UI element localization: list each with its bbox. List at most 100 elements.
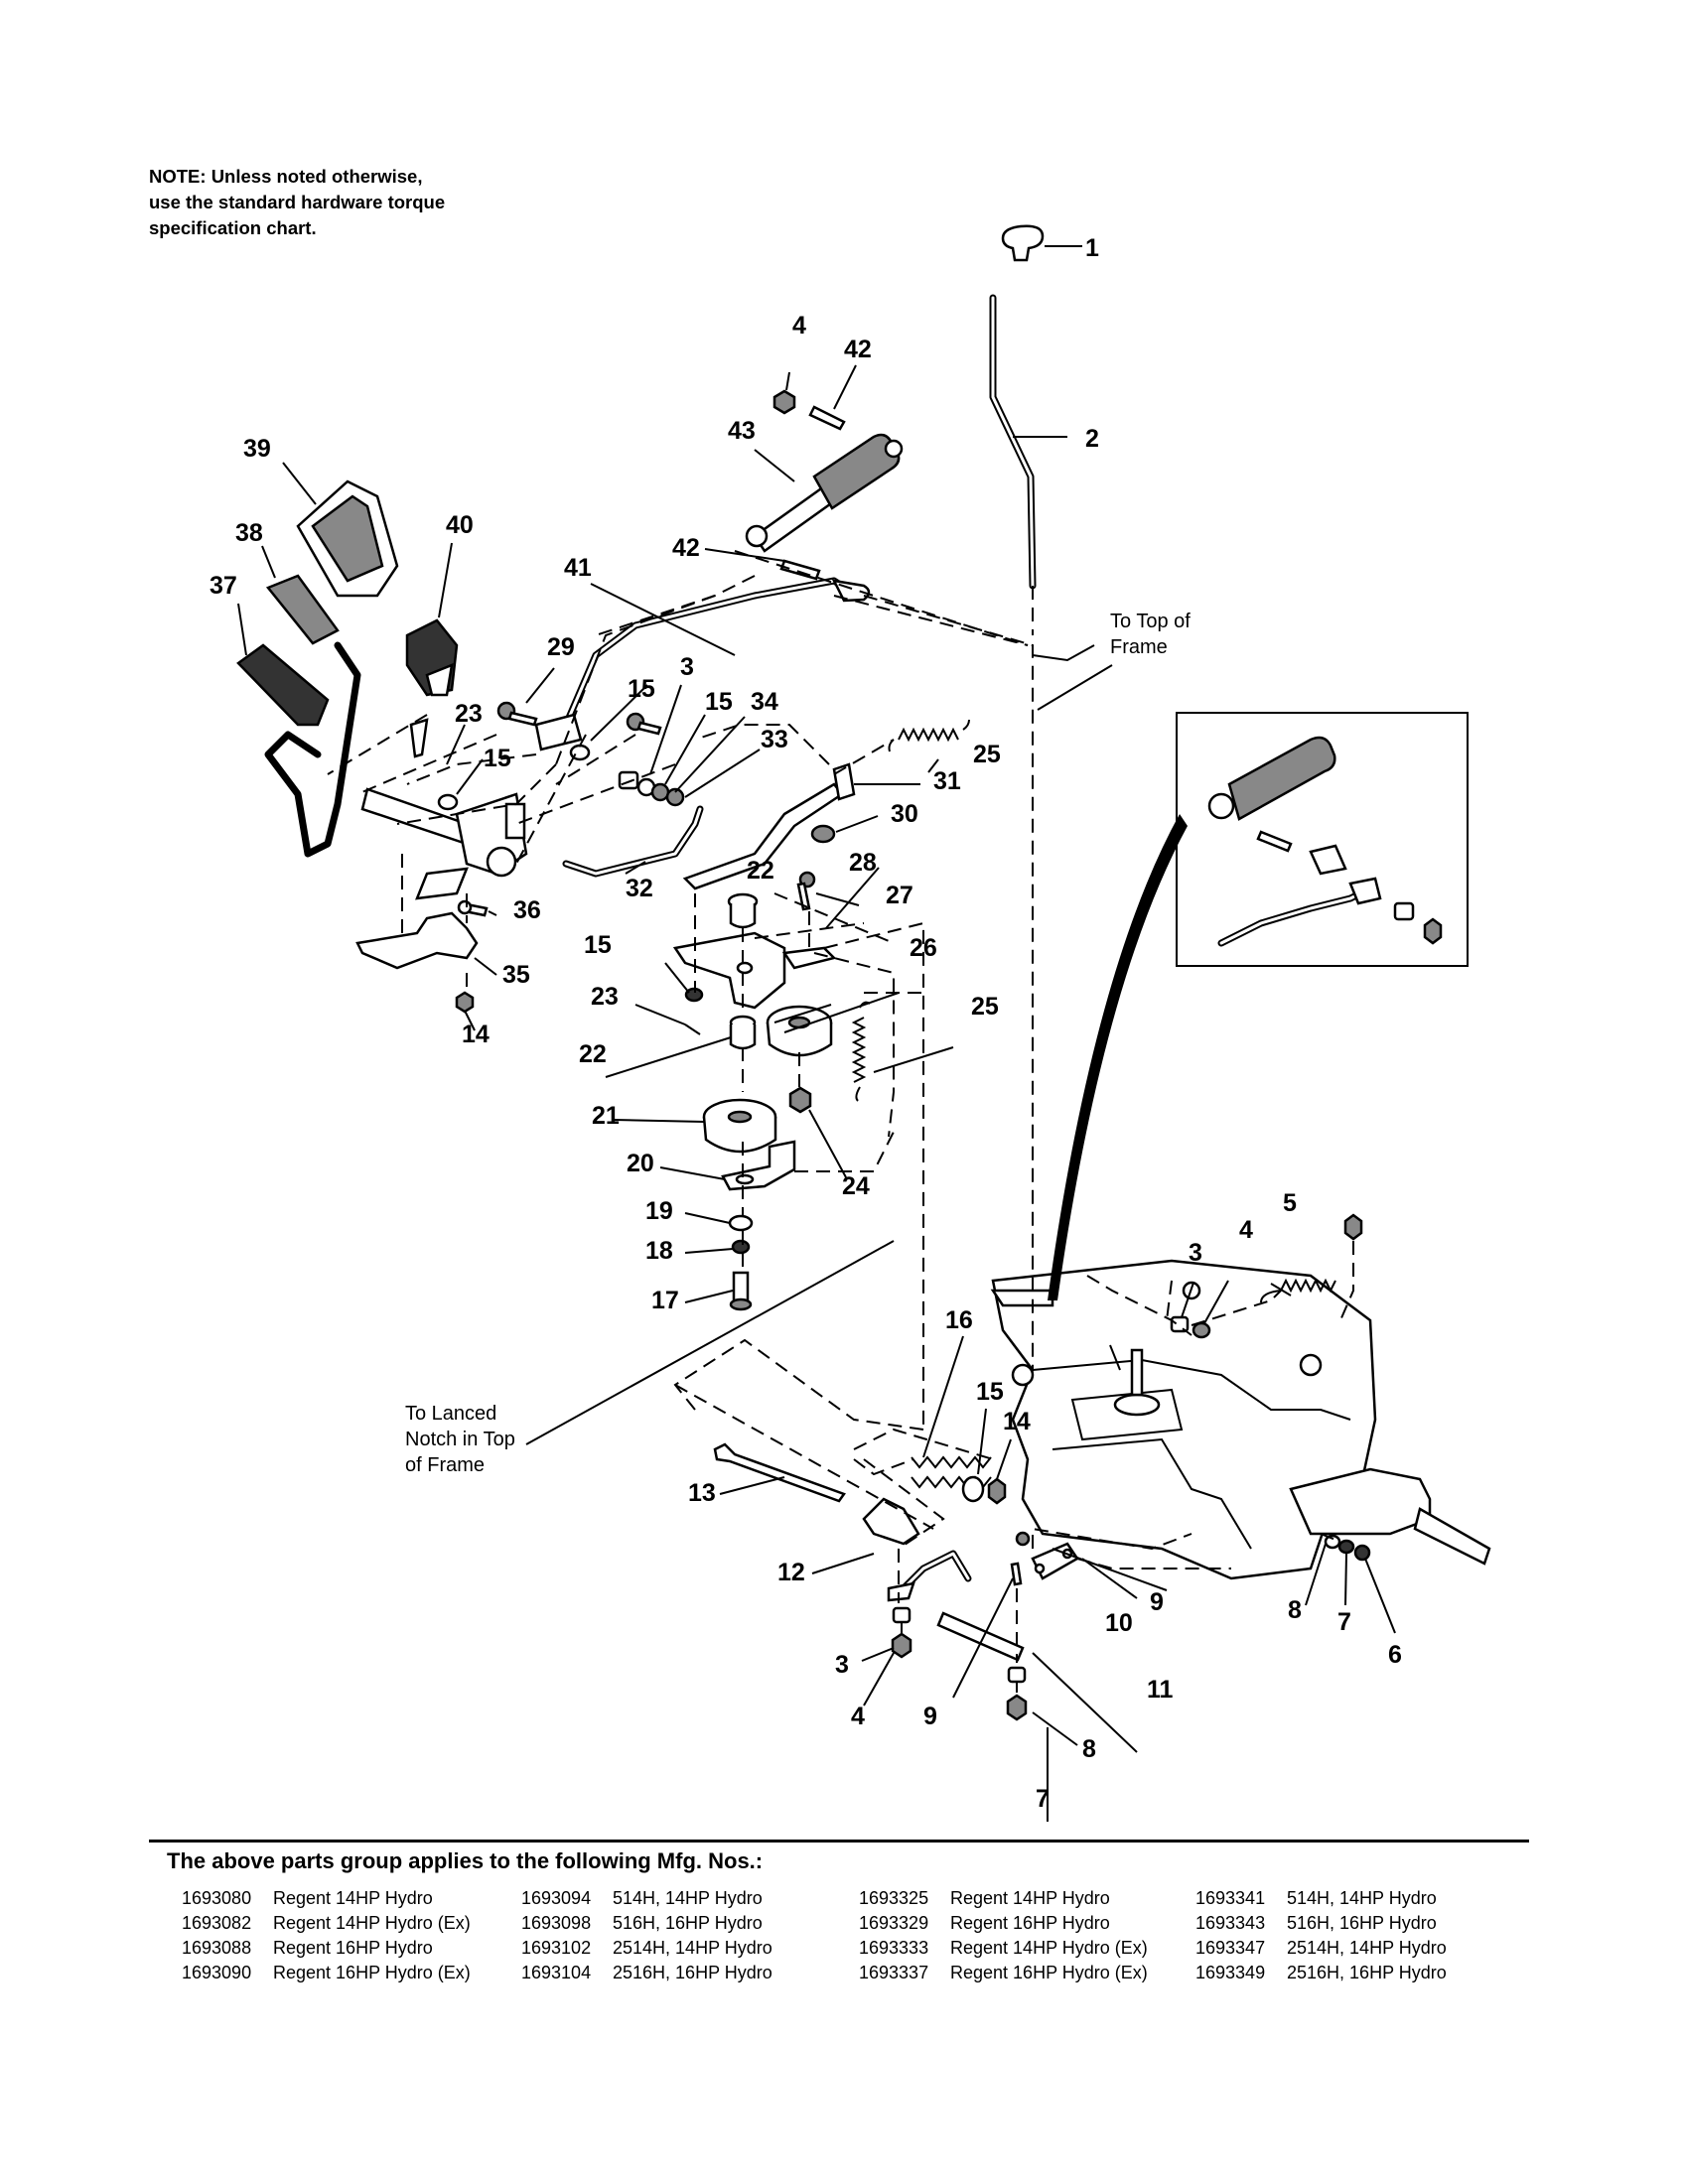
part-label: 2: [1085, 425, 1099, 453]
part-nut-24: [788, 1086, 812, 1114]
mfg-number: 1693080: [182, 1888, 252, 1908]
part-label: 3: [835, 1651, 849, 1679]
part-label: 7: [1036, 1785, 1050, 1813]
part-bolt-28: [796, 871, 816, 911]
part-control-rod: [713, 1442, 846, 1503]
part-nut-14b: [987, 1477, 1007, 1505]
note-line: use the standard hardware torque: [149, 192, 446, 212]
mfg-description: Regent 14HP Hydro: [273, 1888, 433, 1908]
detail-inset: [1176, 712, 1469, 967]
part-label: 43: [728, 417, 756, 445]
part-label: 11: [1147, 1676, 1174, 1704]
mfg-row: 1693080 Regent 14HP Hydro: [182, 1886, 471, 1911]
mfg-description: Regent 16HP Hydro: [273, 1938, 433, 1958]
part-damper: [745, 433, 904, 553]
part-label: 35: [502, 961, 530, 989]
mfg-description: Regent 16HP Hydro (Ex): [950, 1963, 1148, 1982]
part-transmission: [990, 1259, 1491, 1580]
part-label: 3: [1189, 1239, 1202, 1267]
part-nut-bottom-right: [1006, 1694, 1028, 1721]
mfg-description: Regent 16HP Hydro (Ex): [273, 1963, 471, 1982]
mfg-description: 2516H, 16HP Hydro: [613, 1963, 772, 1982]
mfg-number: 1693337: [859, 1963, 929, 1982]
part-label: 9: [923, 1703, 937, 1730]
part-label: 25: [973, 741, 1001, 768]
part-label: 15: [628, 675, 655, 703]
part-label: 33: [761, 726, 788, 753]
part-washer: [437, 793, 459, 811]
mfg-description: 2514H, 14HP Hydro: [1287, 1938, 1447, 1958]
part-label: 1: [1085, 234, 1099, 262]
part-washer-30: [810, 824, 836, 844]
mfg-number: 1693341: [1195, 1888, 1266, 1908]
mfg-number: 1693349: [1195, 1963, 1266, 1982]
part-label: 8: [1288, 1596, 1302, 1624]
mfg-number: 1693082: [182, 1913, 252, 1933]
part-label: 37: [210, 572, 237, 600]
mfg-title: The above parts group applies to the fol…: [167, 1848, 764, 1873]
part-bushing-top: [727, 892, 759, 929]
torque-note: NOTE: Unless noted otherwise, use the st…: [149, 164, 445, 241]
part-crank-link: [887, 1550, 1025, 1662]
part-label: 26: [910, 934, 937, 962]
mfg-number: 1693347: [1195, 1938, 1266, 1958]
part-label: 20: [627, 1150, 654, 1177]
part-label: 15: [705, 688, 733, 716]
mfg-description: 514H, 14HP Hydro: [1287, 1888, 1437, 1908]
part-trunnion-bracket: [862, 1497, 920, 1546]
part-idler-pulley-upper: [766, 1005, 833, 1057]
part-label: 38: [235, 519, 263, 547]
leader-lines: [237, 245, 1396, 1822]
part-mount-bracket: [355, 911, 479, 970]
part-label: 23: [591, 983, 619, 1011]
part-label: 14: [462, 1021, 490, 1048]
part-nut-5: [1343, 1213, 1363, 1241]
part-label: 24: [842, 1172, 870, 1200]
part-label: 18: [645, 1237, 673, 1265]
part-label: 17: [651, 1287, 679, 1314]
part-label: 9: [1150, 1588, 1164, 1616]
mfg-number: 1693333: [859, 1938, 929, 1958]
part-pedal-shaft: [360, 787, 528, 900]
part-label: 14: [1003, 1408, 1031, 1435]
part-label: 31: [933, 767, 961, 795]
part-spacer-stack: [618, 770, 685, 807]
part-label: 5: [1283, 1189, 1297, 1217]
part-nut-bottom-left: [891, 1632, 912, 1659]
part-label: 10: [1105, 1609, 1133, 1637]
mfg-row: 1693341 514H, 14HP Hydro: [1195, 1886, 1447, 1911]
part-label: 13: [688, 1479, 716, 1507]
part-cotter-pin: [409, 718, 429, 758]
part-bolt-17: [729, 1271, 753, 1311]
part-bolt-36: [457, 899, 489, 917]
mfg-row: 1693347 2514H, 14HP Hydro: [1195, 1936, 1447, 1961]
part-bolt-9: [1010, 1531, 1031, 1586]
part-label: 3: [680, 653, 694, 681]
part-label: 7: [1337, 1608, 1351, 1636]
mfg-number: 1693098: [521, 1913, 592, 1933]
part-foot-pedal: [236, 641, 361, 858]
part-label: 19: [645, 1197, 673, 1225]
part-spring-top: [888, 719, 970, 752]
part-number-labels: 1 2 4 42 43 42 39 38 40 37 41 29 15 3 15…: [210, 234, 1402, 1813]
part-label: 28: [849, 849, 877, 877]
part-bolt-mid-3: [626, 712, 662, 736]
part-pedal: [405, 618, 459, 697]
part-bolt-29: [496, 701, 538, 727]
mfg-row: 1693349 2516H, 16HP Hydro: [1195, 1961, 1447, 1985]
part-label: 15: [484, 745, 511, 772]
part-label: 42: [672, 534, 700, 562]
mfg-number: 1693102: [521, 1938, 592, 1958]
part-label: 36: [513, 896, 541, 924]
mfg-description: Regent 14HP Hydro (Ex): [273, 1913, 471, 1933]
part-label: 34: [751, 688, 778, 716]
part-label: 15: [976, 1378, 1004, 1406]
mfg-description: 2516H, 16HP Hydro: [1287, 1963, 1447, 1982]
part-link-plate: [534, 713, 583, 751]
detail-pointer: [1048, 814, 1188, 1300]
